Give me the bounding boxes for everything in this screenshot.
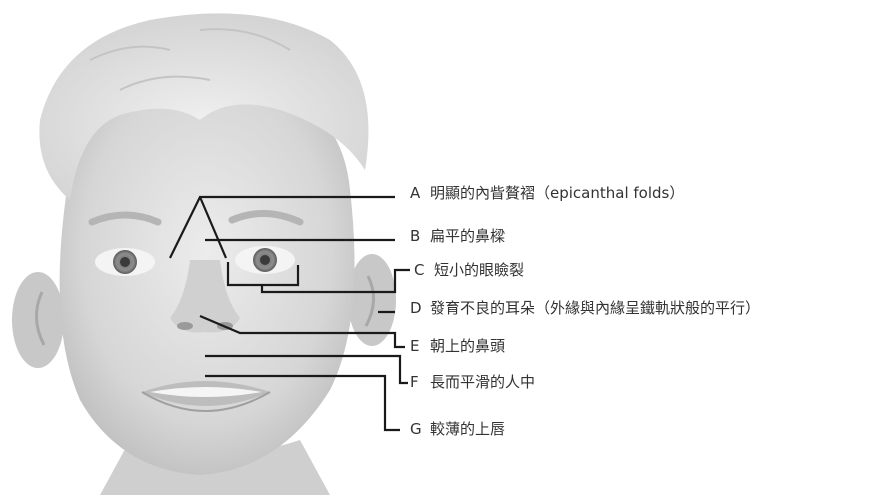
leader-line-e bbox=[199, 314, 405, 349]
label-e-letter: E bbox=[410, 337, 420, 355]
nose bbox=[170, 260, 240, 333]
leader-line-c bbox=[226, 262, 410, 294]
label-g-text: 較薄的上唇 bbox=[430, 420, 506, 438]
label-d-letter: D bbox=[410, 299, 422, 317]
label-f: F 長而平滑的人中 bbox=[410, 373, 535, 391]
label-b: B 扁平的鼻樑 bbox=[410, 227, 505, 245]
label-a-text: 明顯的內眥贅褶（epicanthal folds） bbox=[430, 184, 685, 202]
label-f-letter: F bbox=[410, 373, 419, 391]
label-g-letter: G bbox=[410, 420, 422, 438]
right-ear bbox=[348, 254, 396, 346]
label-e: E 朝上的鼻頭 bbox=[410, 337, 505, 355]
label-e-text: 朝上的鼻頭 bbox=[430, 337, 506, 355]
label-c: C 短小的眼瞼裂 bbox=[414, 261, 524, 279]
label-a: A 明顯的內眥贅褶（epicanthal folds） bbox=[410, 184, 684, 202]
label-c-text: 短小的眼瞼裂 bbox=[434, 261, 525, 279]
label-d-text: 發育不良的耳朵（外緣與內緣呈鐵軌狀般的平行） bbox=[430, 299, 761, 317]
label-b-letter: B bbox=[410, 227, 421, 245]
label-c-letter: C bbox=[414, 261, 425, 279]
label-g: G 較薄的上唇 bbox=[410, 420, 505, 438]
label-d: D 發育不良的耳朵（外緣與內緣呈鐵軌狀般的平行） bbox=[410, 299, 760, 317]
leader-line-f bbox=[205, 354, 408, 385]
leader-lines bbox=[169, 195, 410, 432]
label-a-letter: A bbox=[410, 184, 421, 202]
label-b-text: 扁平的鼻樑 bbox=[430, 227, 506, 245]
hair bbox=[39, 13, 369, 201]
label-f-text: 長而平滑的人中 bbox=[430, 373, 536, 391]
leader-line-g bbox=[205, 374, 400, 432]
